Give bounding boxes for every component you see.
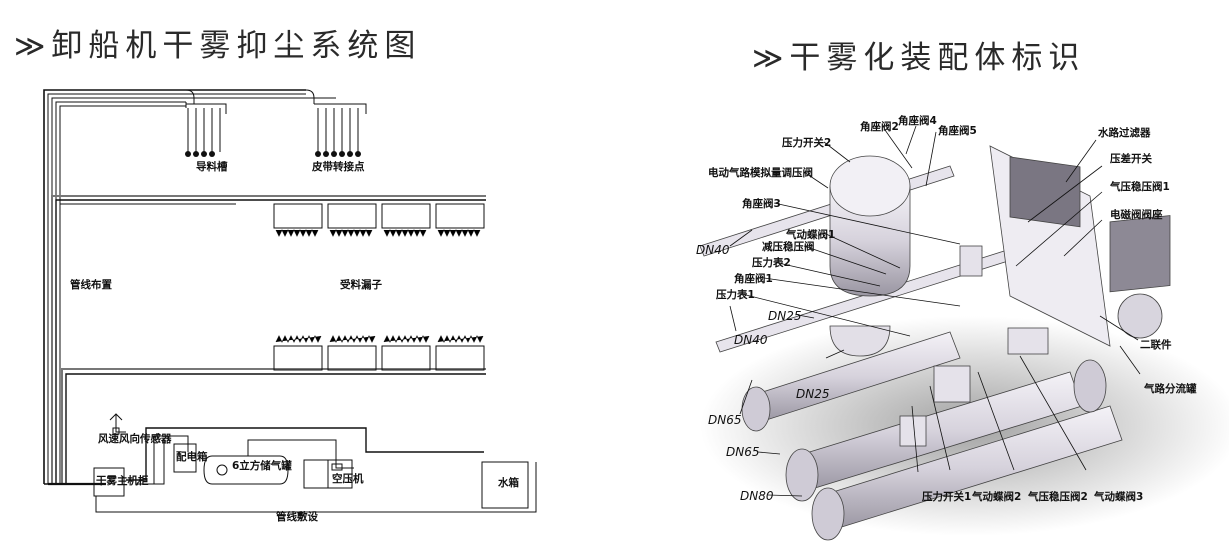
callout-diff-pressure-switch: 压差开关 (1110, 152, 1152, 165)
assembly-illustration: 角座阀2 角座阀4 角座阀5 压力开关2 电动气路模拟量调压阀 角座阀3 DN4… (690, 96, 1229, 548)
distribution-box (173, 443, 197, 473)
callout-pressure-gauge-1: 压力表1 (716, 288, 755, 301)
callout-angle-valve-3: 角座阀3 (742, 197, 781, 210)
water-tank (481, 461, 529, 509)
label-distribution-box: 配电箱 (176, 450, 208, 463)
callout-air-manifold: 气路分流罐 (1143, 382, 1197, 395)
callout-dn65-upper: DN65 (708, 413, 742, 427)
filter-housing (989, 145, 1171, 347)
belt-transfer-branch (305, 89, 367, 152)
callout-angle-valve-2: 角座阀2 (860, 120, 899, 133)
callout-air-regulator-2: 气压稳压阀2 (1027, 490, 1088, 503)
callout-air-regulator-1: 气压稳压阀1 (1109, 180, 1170, 193)
assembly-title: ≫干雾化装配体标识 (752, 32, 1085, 77)
nozzle-heads (185, 151, 361, 157)
schematic-title: ≫卸船机干雾抑尘系统图 (14, 20, 421, 65)
label-water-tank: 水箱 (497, 476, 519, 489)
control-box (93, 467, 125, 497)
callout-leaders (729, 125, 1141, 497)
guide-chute-branch (185, 89, 227, 152)
callout-dn65-lower: DN65 (726, 445, 760, 459)
valve-blocks (899, 245, 1049, 447)
label-wind-vane: 风速风向传感器 (98, 432, 172, 445)
callout-electric-regulator: 电动气路模拟量调压阀 (708, 166, 813, 179)
assembly-svg: 角座阀2 角座阀4 角座阀5 压力开关2 电动气路模拟量调压阀 角座阀3 DN4… (696, 114, 1229, 541)
callout-angle-valve-1: 角座阀1 (734, 272, 773, 285)
callout-reducing-regulator: 减压稳压阀 (762, 240, 815, 253)
callout-dn40-upper: DN40 (696, 243, 730, 257)
schematic-title-text: 卸船机干雾抑尘系统图 (51, 28, 422, 64)
label-air-tank: 6立方储气罐 (232, 459, 292, 472)
callout-pressure-switch-2: 压力开关2 (782, 136, 831, 149)
label-guide-chute: 导料槽 (196, 160, 228, 173)
callout-angle-valve-5: 角座阀5 (938, 124, 977, 137)
callout-frl-unit: 二联件 (1140, 338, 1172, 351)
wind-vane-icon (109, 413, 123, 435)
hopper-upper-units (273, 203, 485, 229)
callout-dn25-upper: DN25 (768, 309, 802, 323)
label-ground-line: 管线敷设 (276, 510, 318, 523)
regulator-drum (829, 155, 911, 357)
callout-pressure-gauge-2: 压力表2 (752, 256, 791, 269)
callout-labels: 角座阀2 角座阀4 角座阀5 压力开关2 电动气路模拟量调压阀 角座阀3 DN4… (696, 114, 1197, 503)
callout-dn80: DN80 (740, 489, 774, 503)
label-control-box: 干雾主机柜 (96, 474, 149, 487)
callout-pneumatic-butterfly-3: 气动蝶阀3 (1093, 490, 1143, 503)
spray-marks (275, 229, 484, 343)
callout-pneumatic-butterfly-2: 气动蝶阀2 (971, 490, 1021, 503)
callout-pneumatic-butterfly-1: 气动蝶阀1 (785, 228, 835, 241)
pipe-bundle (43, 89, 486, 486)
main-pipes (699, 165, 1123, 541)
schematic-svg: 导料槽 皮带转接点 受料漏子 管线布置 干雾主机柜 配电箱 6立方储气罐 空压机… (43, 89, 537, 523)
double-chevron-icon: ≫ (14, 29, 45, 64)
label-belt-transfer: 皮带转接点 (311, 160, 365, 173)
system-schematic-diagram: 导料槽 皮带转接点 受料漏子 管线布置 干雾主机柜 配电箱 6立方储气罐 空压机… (36, 84, 556, 524)
hopper-lower-units (273, 345, 485, 371)
label-receiving-hopper: 受料漏子 (340, 278, 382, 291)
air-tank (203, 455, 289, 485)
callout-dn40-lower: DN40 (734, 333, 768, 347)
callout-water-filter: 水路过滤器 (1097, 126, 1151, 139)
label-compressor: 空压机 (332, 472, 364, 485)
assembly-title-text: 干雾化装配体标识 (789, 40, 1086, 76)
callout-solenoid-seat: 电磁阀阀座 (1110, 208, 1163, 221)
callout-pressure-switch-1: 压力开关1 (922, 490, 971, 503)
double-chevron-icon: ≫ (752, 41, 783, 76)
label-pipe-bundle: 管线布置 (70, 278, 112, 291)
callout-angle-valve-4: 角座阀4 (898, 114, 937, 127)
callout-dn25-lower: DN25 (796, 387, 830, 401)
